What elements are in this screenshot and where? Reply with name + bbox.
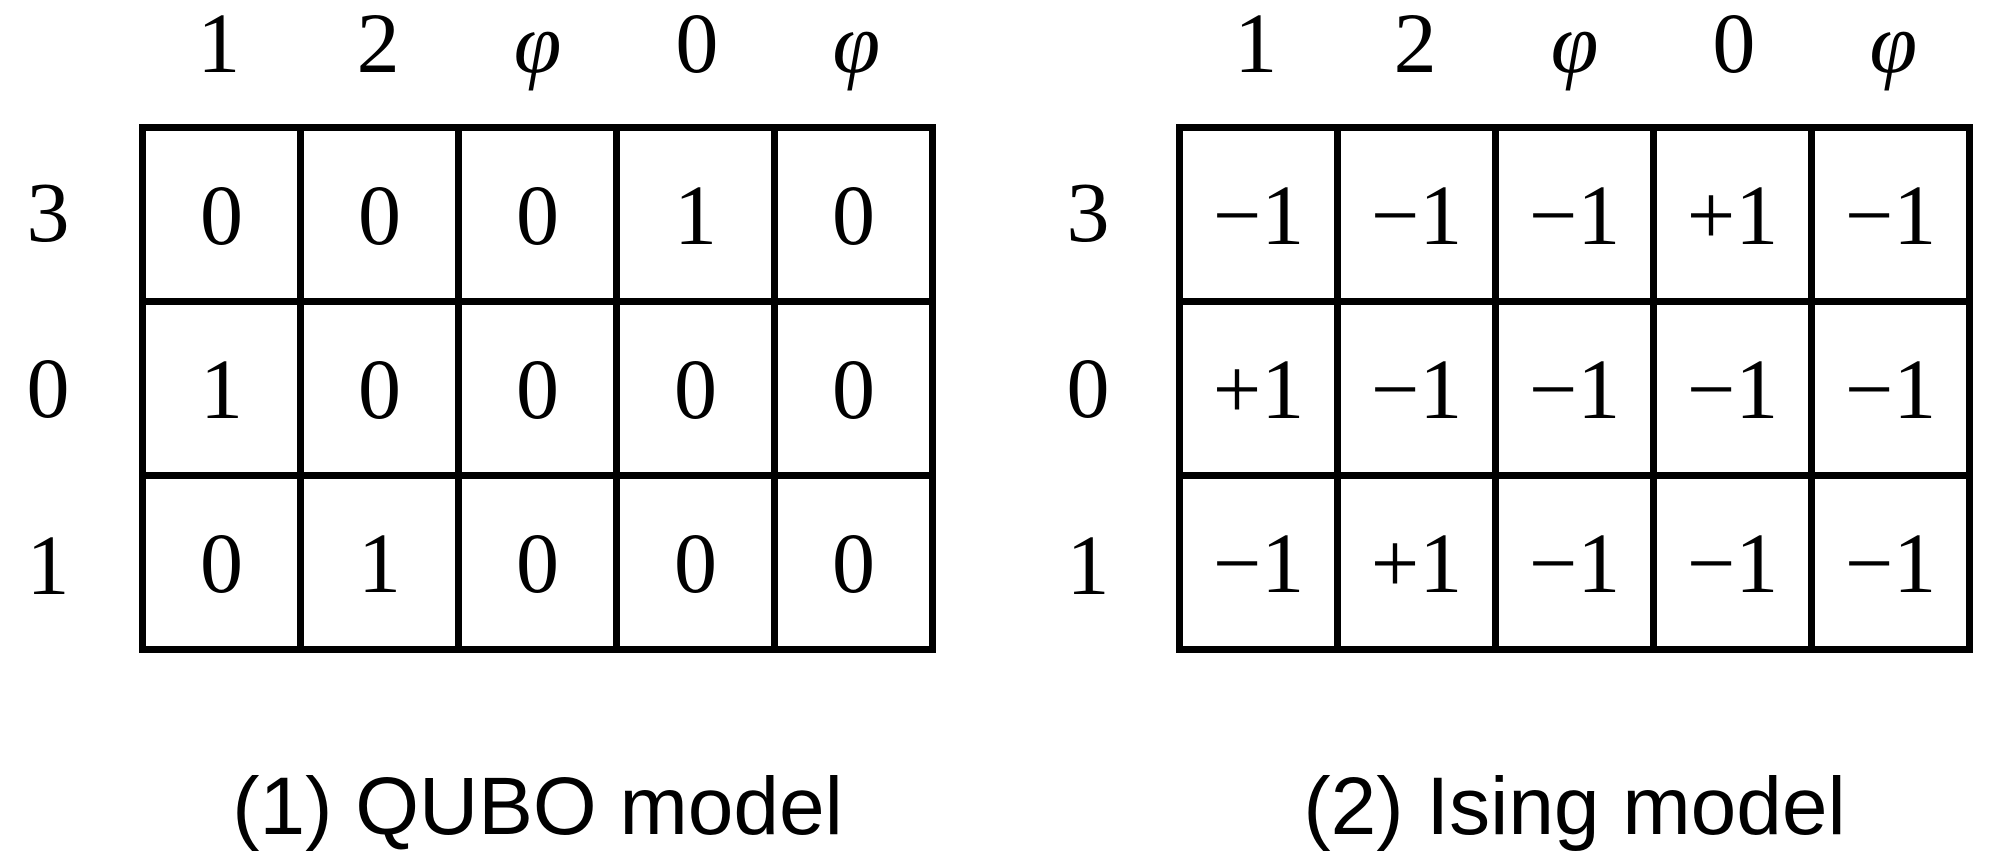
ising-row-label-1: 0: [1066, 340, 1110, 437]
ising-column-headers: 1 2 φ 0 φ: [1176, 0, 1973, 88]
table-row: 0 0 0 1 0: [139, 124, 936, 305]
ising-col-header-phi-2: φ: [1550, 0, 1599, 91]
ising-row-labels: 3 0 1: [1040, 124, 1136, 653]
matrix-cell: −1: [1808, 298, 1973, 479]
matrix-cell: 0: [771, 472, 936, 653]
matrix-cell: 0: [139, 472, 304, 653]
ising-col-header-3: 0: [1712, 0, 1756, 91]
matrix-cell: 1: [139, 298, 304, 479]
ising-matrix: −1 −1 −1 +1 −1 +1 −1 −1 −1 −1 −1 +1 −1 −…: [1176, 124, 1973, 653]
matrix-cell: −1: [1176, 124, 1341, 305]
matrix-cell: 0: [297, 298, 462, 479]
matrix-cell: 0: [455, 298, 620, 479]
matrix-cell: +1: [1650, 124, 1815, 305]
qubo-row-label-1: 0: [26, 340, 70, 437]
qubo-col-header-3: 0: [675, 0, 719, 91]
matrix-cell: 0: [455, 472, 620, 653]
matrix-cell: −1: [1492, 472, 1657, 653]
table-row: +1 −1 −1 −1 −1: [1176, 298, 1973, 479]
matrix-cell: 0: [297, 124, 462, 305]
table-row: 1 0 0 0 0: [139, 298, 936, 479]
matrix-cell: +1: [1176, 298, 1341, 479]
ising-row-label-2: 1: [1066, 516, 1110, 613]
ising-col-header-0: 1: [1234, 0, 1278, 91]
matrix-cell: 0: [613, 298, 778, 479]
matrix-cell: 1: [613, 124, 778, 305]
matrix-cell: −1: [1650, 298, 1815, 479]
ising-row-label-0: 3: [1066, 164, 1110, 261]
ising-col-header-1: 2: [1393, 0, 1437, 91]
matrix-cell: 1: [297, 472, 462, 653]
table-row: −1 −1 −1 +1 −1: [1176, 124, 1973, 305]
matrix-cell: −1: [1808, 124, 1973, 305]
qubo-col-header-phi-2: φ: [513, 0, 562, 91]
table-row: −1 +1 −1 −1 −1: [1176, 472, 1973, 653]
ising-col-header-phi-4: φ: [1869, 0, 1918, 91]
matrix-cell: 0: [613, 472, 778, 653]
matrix-cell: −1: [1808, 472, 1973, 653]
qubo-column-headers: 1 2 φ 0 φ: [139, 0, 936, 88]
matrix-cell: 0: [771, 298, 936, 479]
qubo-col-header-phi-4: φ: [832, 0, 881, 91]
matrix-cell: −1: [1176, 472, 1341, 653]
table-row: 0 1 0 0 0: [139, 472, 936, 653]
matrix-cell: −1: [1334, 298, 1499, 479]
matrix-cell: −1: [1334, 124, 1499, 305]
ising-caption: (2) Ising model: [1303, 761, 1846, 852]
matrix-cell: −1: [1650, 472, 1815, 653]
qubo-col-header-1: 2: [356, 0, 400, 91]
qubo-row-label-2: 1: [26, 516, 70, 613]
qubo-row-labels: 3 0 1: [0, 124, 96, 653]
matrix-cell: 0: [771, 124, 936, 305]
qubo-caption: (1) QUBO model: [232, 761, 843, 852]
matrix-cell: −1: [1492, 124, 1657, 305]
matrix-cell: +1: [1334, 472, 1499, 653]
matrix-cell: 0: [139, 124, 304, 305]
matrix-cell: −1: [1492, 298, 1657, 479]
qubo-col-header-0: 1: [197, 0, 241, 91]
qubo-row-label-0: 3: [26, 164, 70, 261]
qubo-matrix: 0 0 0 1 0 1 0 0 0 0 0 1 0 0 0: [139, 124, 936, 653]
matrix-cell: 0: [455, 124, 620, 305]
